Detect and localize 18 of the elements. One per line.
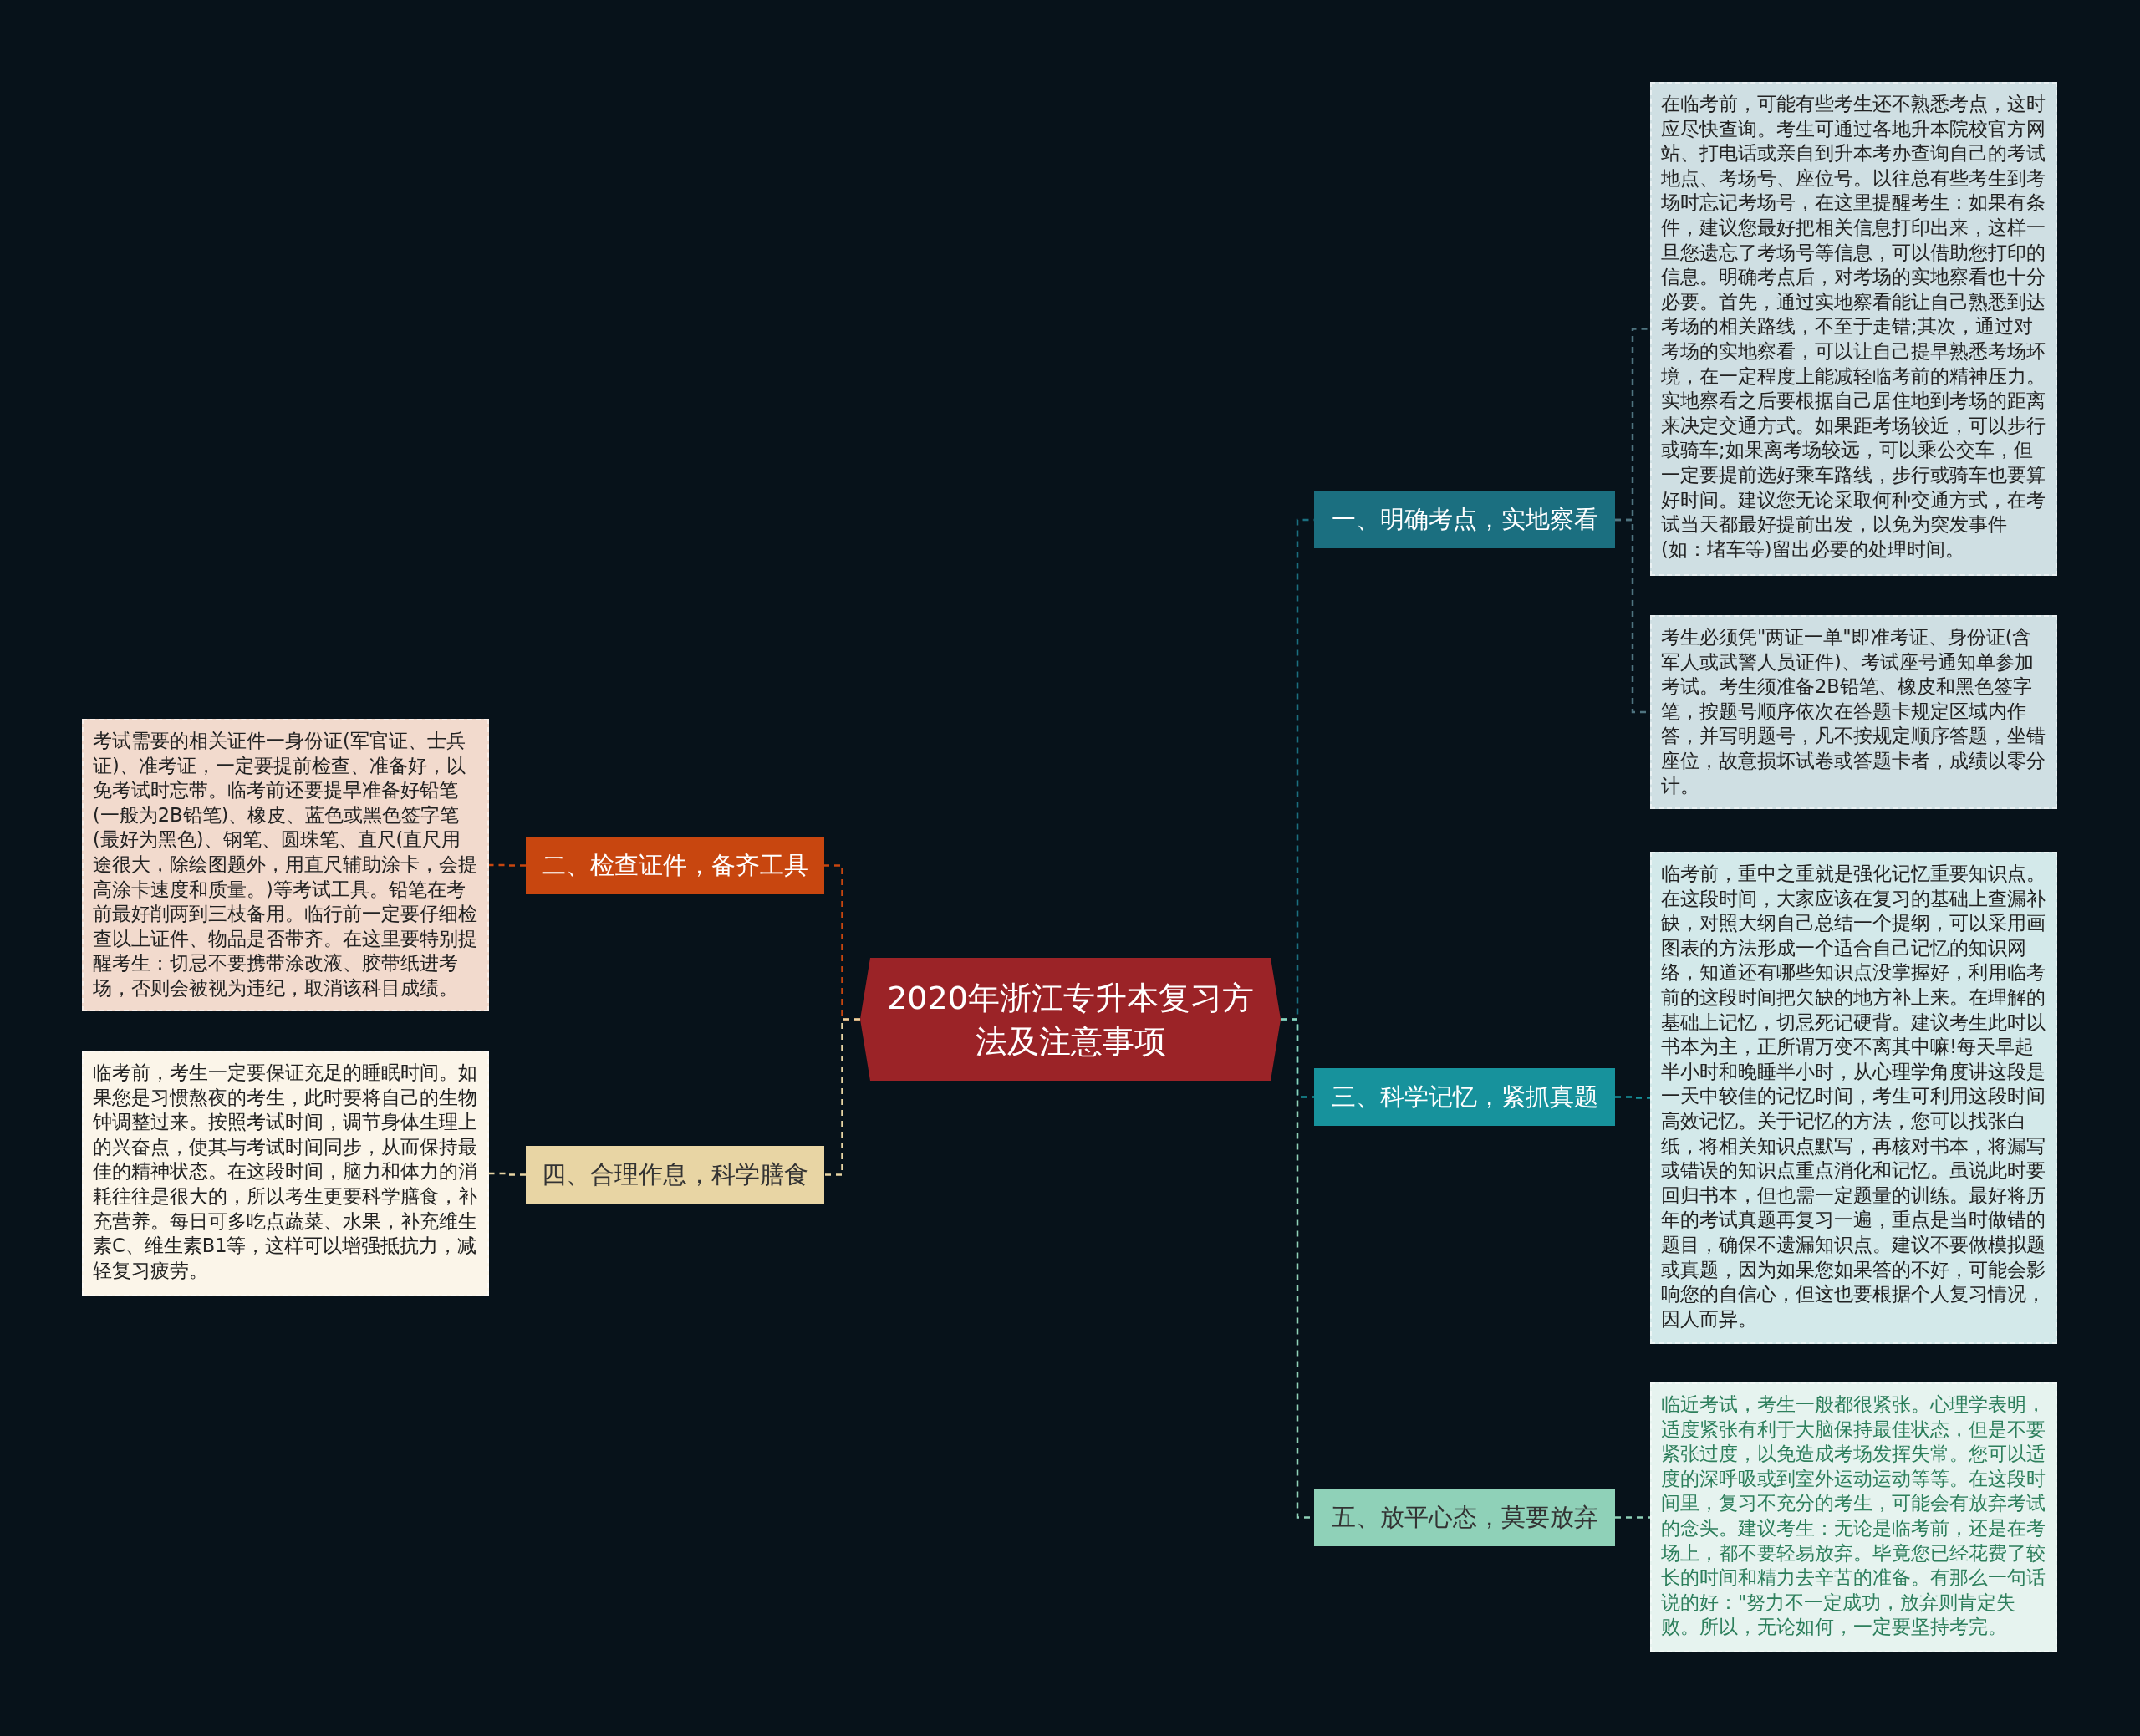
topic-box: 四、合理作息，科学膳食	[526, 1146, 824, 1204]
note-box: 临近考试，考生一般都很紧张。心理学表明，适度紧张有利于大脑保持最佳状态，但是不要紧张过度，以免造成考场发挥失常。您可以适度的深呼吸或到室外运动运动等等。在这段时间里，复习不充分的考生，可能会有放弃考试的念头。建议考生：无论是临考前，还是在考场上，都不要轻易放弃。毕竟您已经花费了较长的时间和精力去辛苦的准备。有那么一句话说的好："努力不一定成功，放弃则肯定失败。所以，无论如何，一定要坚持考完。	[1650, 1382, 2057, 1652]
note-box: 考生必须凭"两证一单"即准考证、身份证(含军人或武警人员证件)、考试座号通知单参加考试。考生须准备2B铅笔、橡皮和黑色签字笔，按题号顺序依次在答题卡规定区域内作答，并写明题号，凡不按规定顺序答题，坐错座位，故意损坏试卷或答题卡者，成绩以零分计。	[1650, 615, 2057, 809]
note-box: 在临考前，可能有些考生还不熟悉考点，这时应尽快查询。考生可通过各地升本院校官方网站、打电话或亲自到升本考办查询自己的考试地点、考场号、座位号。以往总有些考生到考场时忘记考场号，在这里提醒考生：如果有条件，建议您最好把相关信息打印出来，这样一旦您遗忘了考场号等信息，可以借助您打印的信息。明确考点后，对考场的实地察看也十分必要。首先，通过实地察看能让自己熟悉到达考场的相关路线，不至于走错;其次，通过对考场的实地察看，可以让自己提早熟悉考场环境，在一定程度上能减轻临考前的精神压力。实地察看之后要根据自己居住地到考场的距离来决定交通方式。如果距考场较近，可以步行或骑车;如果离考场较远，可以乘公交车，但一定要提前选好乘车路线，步行或骑车也要算好时间。建议您无论采取何种交通方式，在考试当天都最好提前出发，以免为突发事件(如：堵车等)留出必要的处理时间。	[1650, 82, 2057, 576]
topic-box: 三、科学记忆，紧抓真题	[1314, 1068, 1615, 1126]
central-topic	[860, 958, 1281, 1081]
connector-line	[489, 1172, 526, 1176]
central-topic-text: 2020年浙江专升本复习方法及注意事项	[886, 978, 1255, 1061]
connector-line	[1615, 1516, 1650, 1519]
note-box: 临考前，考生一定要保证充足的睡眠时间。如果您是习惯熬夜的考生，此时要将自己的生物钟调整过来。按照考试时间，调节身体生理上的兴奋点，使其与考试时间同步，从而保持最佳的精神状态。在这段时间，脑力和体力的消耗往往是很大的，所以考生更要科学膳食，补充营养。每日可多吃点蔬菜、水果，补充维生素C、维生素B1等，这样可以增强抵抗力，减轻复习疲劳。	[82, 1051, 489, 1296]
connector-line	[489, 863, 526, 867]
note-box: 考试需要的相关证件一身份证(军官证、士兵证)、准考证，一定要提前检查、准备好，以免考试时忘带。临考前还要提早准备好铅笔(一般为2B铅笔)、橡皮、蓝色或黑色签字笔(最好为黑色)、钢笔、圆珠笔、直尺(直尺用途很大，除绘图题外，用直尺辅助涂卡，会提高涂卡速度和质量。)等考试工具。铅笔在考前最好削两到三枝备用。临行前一定要仔细检查以上证件、物品是否带齐。在这里要特别提醒考生：切忌不要携带涂改液、胶带纸进考场，否则会被视为违纪，取消该科目成绩。	[82, 719, 489, 1011]
topic-box: 二、检查证件，备齐工具	[526, 837, 824, 894]
topic-box: 五、放平心态，莫要放弃	[1314, 1489, 1615, 1546]
note-box: 临考前，重中之重就是强化记忆重要知识点。在这段时间，大家应该在复习的基础上查漏补缺，对照大纲自己总结一个提纲，可以采用画图表的方法形成一个适合自己记忆的知识网络，知道还有哪些知识点没掌握好，利用临考前的这段时间把欠缺的地方补上来。在理解的基础上记忆，切忌死记硬背。建议考生此时以书本为主，正所谓万变不离其中嘛!每天早起半小时和晚睡半小时，从心理学角度讲这段是一天中较佳的记忆时间，考生可利用这段时间高效记忆。关于记忆的方法，您可以找张白纸，将相关知识点默写，再核对书本，将漏写或错误的知识点重点消化和记忆。虽说此时要回归书本，但也需一定题量的训练。最好将历年的考试真题再复习一遍，重点是当时做错的题目，确保不遗漏知识点。建议不要做模拟题或真题，因为如果您如果答的不好，可能会影响您的自信心，但这也要根据个人复习情况，因人而异。	[1650, 852, 2057, 1344]
connector-line	[824, 1018, 860, 1176]
topic-box: 一、明确考点，实地察看	[1314, 491, 1615, 548]
connector-line	[1615, 1096, 1650, 1099]
